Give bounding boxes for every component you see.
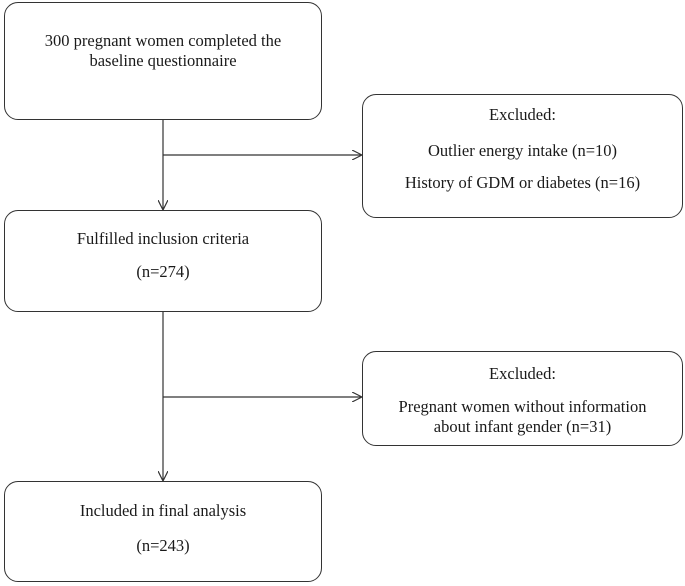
excluded-1-line-1: Outlier energy intake (n=10) [427,141,618,160]
box-excluded-2: Excluded: Pregnant women without informa… [362,351,683,446]
excluded-1-line-2: History of GDM or diabetes (n=16) [404,173,641,192]
excluded-1-title: Excluded: [489,105,556,124]
box-final-analysis: Included in final analysis (n=243) [4,481,322,582]
inclusion-title: Fulfilled inclusion criteria [76,229,250,248]
final-title: Included in final analysis [79,501,247,520]
box-inclusion-criteria: Fulfilled inclusion criteria (n=274) [4,210,322,312]
final-count: (n=243) [136,536,190,555]
excluded-2-title: Excluded: [489,364,556,383]
start-line-1: 300 pregnant women completed the [44,31,282,50]
excluded-2-line-2: about infant gender (n=31) [433,417,612,436]
box-excluded-1: Excluded: Outlier energy intake (n=10) H… [362,94,683,218]
excluded-2-line-1: Pregnant women without information [398,397,647,416]
inclusion-count: (n=274) [136,262,190,281]
box-baseline-questionnaire: 300 pregnant women completed the baselin… [4,2,322,120]
start-line-2: baseline questionnaire [89,51,237,70]
